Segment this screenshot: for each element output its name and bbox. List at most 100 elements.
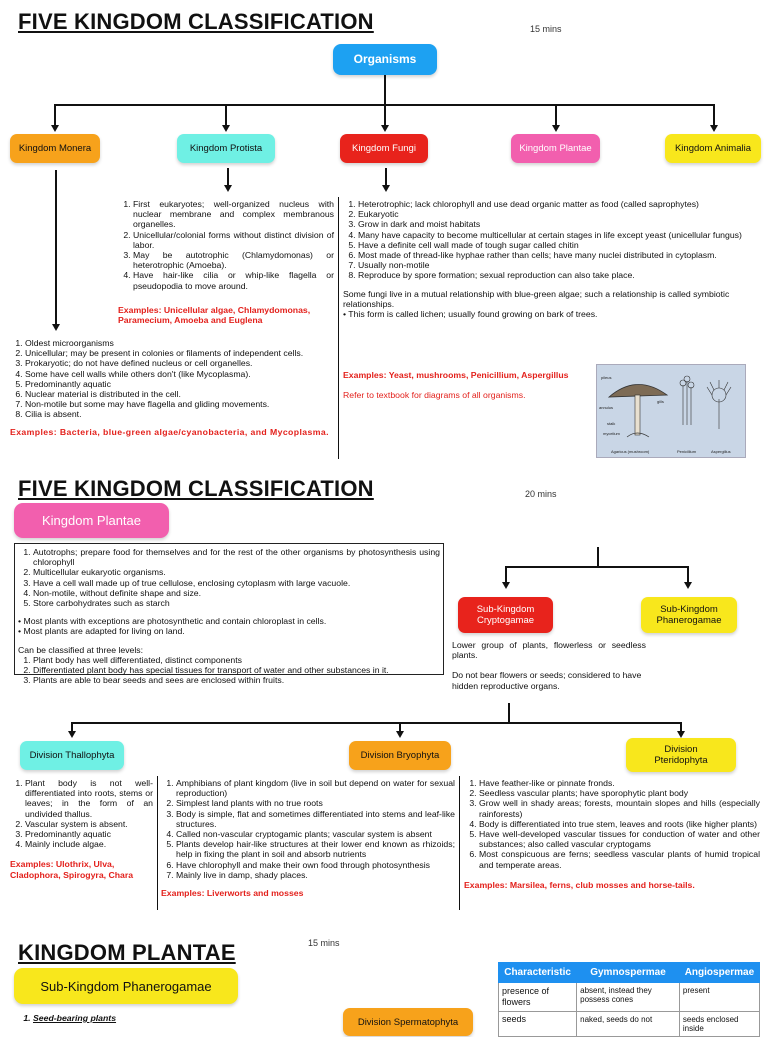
list-item: Non-motile but some may have flagella an…	[25, 399, 335, 409]
list-item: Have hair-like cilia or whip-like flagel…	[133, 270, 334, 290]
connector	[54, 104, 56, 126]
division-bryophyta: Division Bryophyta	[349, 741, 451, 770]
fungi-diagram-image: pileus gills annulus stalk mycelium Agar…	[596, 364, 746, 458]
plantae-info-box	[14, 543, 444, 675]
section3-time: 15 mins	[308, 938, 340, 948]
list-item: Unicellular/colonial forms without disti…	[133, 230, 334, 250]
table-header: Characteristic	[497, 962, 578, 983]
table-cell: presence of flowers	[497, 982, 578, 1012]
list-item: Store carbohydrates such as starch	[33, 598, 440, 608]
section2-title: FIVE KINGDOM CLASSIFICATION	[18, 476, 374, 501]
pteridophyta-examples: Examples: Marsilea, ferns, club mosses a…	[464, 879, 695, 890]
table-row: seeds naked, seeds do not seeds enclosed…	[497, 1011, 761, 1037]
thallophyta-list: Plant body is not well-differentiated in…	[10, 778, 153, 880]
label-text: stalk	[607, 421, 615, 426]
comparison-table: Characteristic Gymnospermae Angiospermae…	[497, 962, 761, 1037]
crypto-desc-2: Do not bear flowers or seeds; considered…	[452, 670, 642, 691]
kingdom-protista: Kingdom Protista	[177, 134, 275, 163]
thallophyta-examples: Examples: Ulothrix, Ulva, Cladophora, Sp…	[10, 859, 134, 880]
list-item: Predominantly aquatic	[25, 379, 335, 389]
pteridophyta-list: Have feather-like or pinnate fronds. See…	[464, 778, 760, 890]
list-item: First eukaryotes; well-organized nucleus…	[133, 199, 334, 230]
connector	[555, 104, 557, 126]
sub-kingdom-cryptogamae: Sub-Kingdom Cryptogamae	[458, 597, 553, 633]
table-row: presence of flowers absent, instead they…	[497, 982, 761, 1012]
arrow-icon	[68, 731, 76, 738]
protista-list: First eukaryotes; well-organized nucleus…	[118, 199, 334, 325]
connector	[385, 168, 387, 186]
arrow-icon	[382, 185, 390, 192]
table-cell: naked, seeds do not	[576, 1011, 680, 1037]
list-item: Have chlorophyll and make their own food…	[176, 860, 455, 870]
arrow-icon	[710, 125, 718, 132]
list-item: Seed-bearing plants	[33, 1013, 218, 1023]
arrow-icon	[552, 125, 560, 132]
connector	[384, 75, 386, 105]
phanerogamae-list: Seed-bearing plants	[18, 1013, 218, 1023]
section1-title: FIVE KINGDOM CLASSIFICATION	[18, 9, 374, 34]
arrow-icon	[381, 125, 389, 132]
list-item: Have well-developed vascular tissues for…	[479, 829, 760, 849]
table-cell: present	[678, 982, 761, 1012]
arrow-icon	[396, 731, 404, 738]
crypto-desc-1: Lower group of plants, flowerless or see…	[452, 640, 646, 661]
list-item: Have feather-like or pinnate fronds.	[479, 778, 760, 788]
label-text: annulus	[599, 405, 613, 410]
connector	[505, 566, 507, 583]
label-text: gills	[657, 399, 664, 404]
list-item: Autotrophs; prepare food for themselves …	[33, 547, 440, 567]
connector	[687, 566, 689, 583]
kingdom-monera: Kingdom Monera	[10, 134, 100, 163]
section1-time: 15 mins	[530, 24, 562, 34]
list-item: Mainly include algae.	[25, 839, 153, 849]
kingdom-plantae-heading: Kingdom Plantae	[14, 503, 169, 538]
list-item: Called non-vascular cryptogamic plants; …	[176, 829, 455, 839]
kingdom-animalia: Kingdom Animalia	[665, 134, 761, 163]
list-item: Eukaryotic	[358, 209, 746, 219]
list-item: Plant body is not well-differentiated in…	[25, 778, 153, 819]
plantae-list: Autotrophs; prepare food for themselves …	[18, 547, 440, 685]
mushroom-illustration-icon: pileus gills annulus stalk mycelium Agar…	[599, 375, 732, 454]
arrow-icon	[677, 731, 685, 738]
table-cell: seeds enclosed inside	[678, 1011, 761, 1037]
fungi-note2: • This form is called lichen; usually fo…	[343, 309, 598, 320]
section2-time: 20 mins	[525, 489, 557, 499]
list-item: Some have cell walls while others don't …	[25, 369, 335, 379]
connector	[384, 104, 386, 126]
divider	[157, 776, 158, 910]
levels-intro: Can be classified at three levels:	[18, 644, 144, 655]
connector	[227, 168, 229, 186]
list-item: Grow in dark and moist habitats	[358, 219, 746, 229]
list-item: Usually non-motile	[358, 260, 746, 270]
list-item: Amphibians of plant kingdom (live in soi…	[176, 778, 455, 798]
list-item: Have a cell wall made up of true cellulo…	[33, 578, 440, 588]
organisms-node: Organisms	[333, 44, 437, 75]
list-item: Body is differentiated into true stem, l…	[479, 819, 760, 829]
table-cell: absent, instead they possess cones	[576, 982, 680, 1012]
list-item: Unicellular; may be present in colonies …	[25, 348, 335, 358]
arrow-icon	[224, 185, 232, 192]
cryptogamae-description: Lower group of plants, flowerless or see…	[452, 640, 646, 691]
arrow-icon	[502, 582, 510, 589]
label-text: Agaricus (mushroom)	[611, 449, 650, 454]
divider	[459, 776, 460, 910]
list-item: Plant body has well differentiated, dist…	[33, 655, 440, 665]
list-item: Grow well in shady areas; forests, mount…	[479, 798, 760, 818]
division-spermatophyta: Division Spermatophyta	[343, 1008, 473, 1036]
label-text: Aspergillus	[711, 449, 731, 454]
connector	[399, 722, 401, 733]
fungi-note: Some fungi live in a mutual relationship…	[343, 288, 730, 309]
list-item: Mainly live in damp, shady places.	[176, 870, 455, 880]
connector	[71, 722, 73, 733]
connector	[508, 703, 510, 723]
list-item: Differentiated plant body has special ti…	[33, 665, 440, 675]
divider	[338, 197, 339, 459]
list-item: Predominantly aquatic	[25, 829, 153, 839]
arrow-icon	[52, 324, 60, 331]
bryophyta-list: Amphibians of plant kingdom (live in soi…	[161, 778, 455, 898]
connector	[225, 104, 227, 126]
bryophyta-examples: Examples: Liverworts and mosses	[161, 888, 304, 899]
label-text: pileus	[601, 375, 611, 380]
connector	[55, 170, 57, 325]
fungi-refer: Refer to textbook for diagrams of all or…	[343, 390, 526, 400]
